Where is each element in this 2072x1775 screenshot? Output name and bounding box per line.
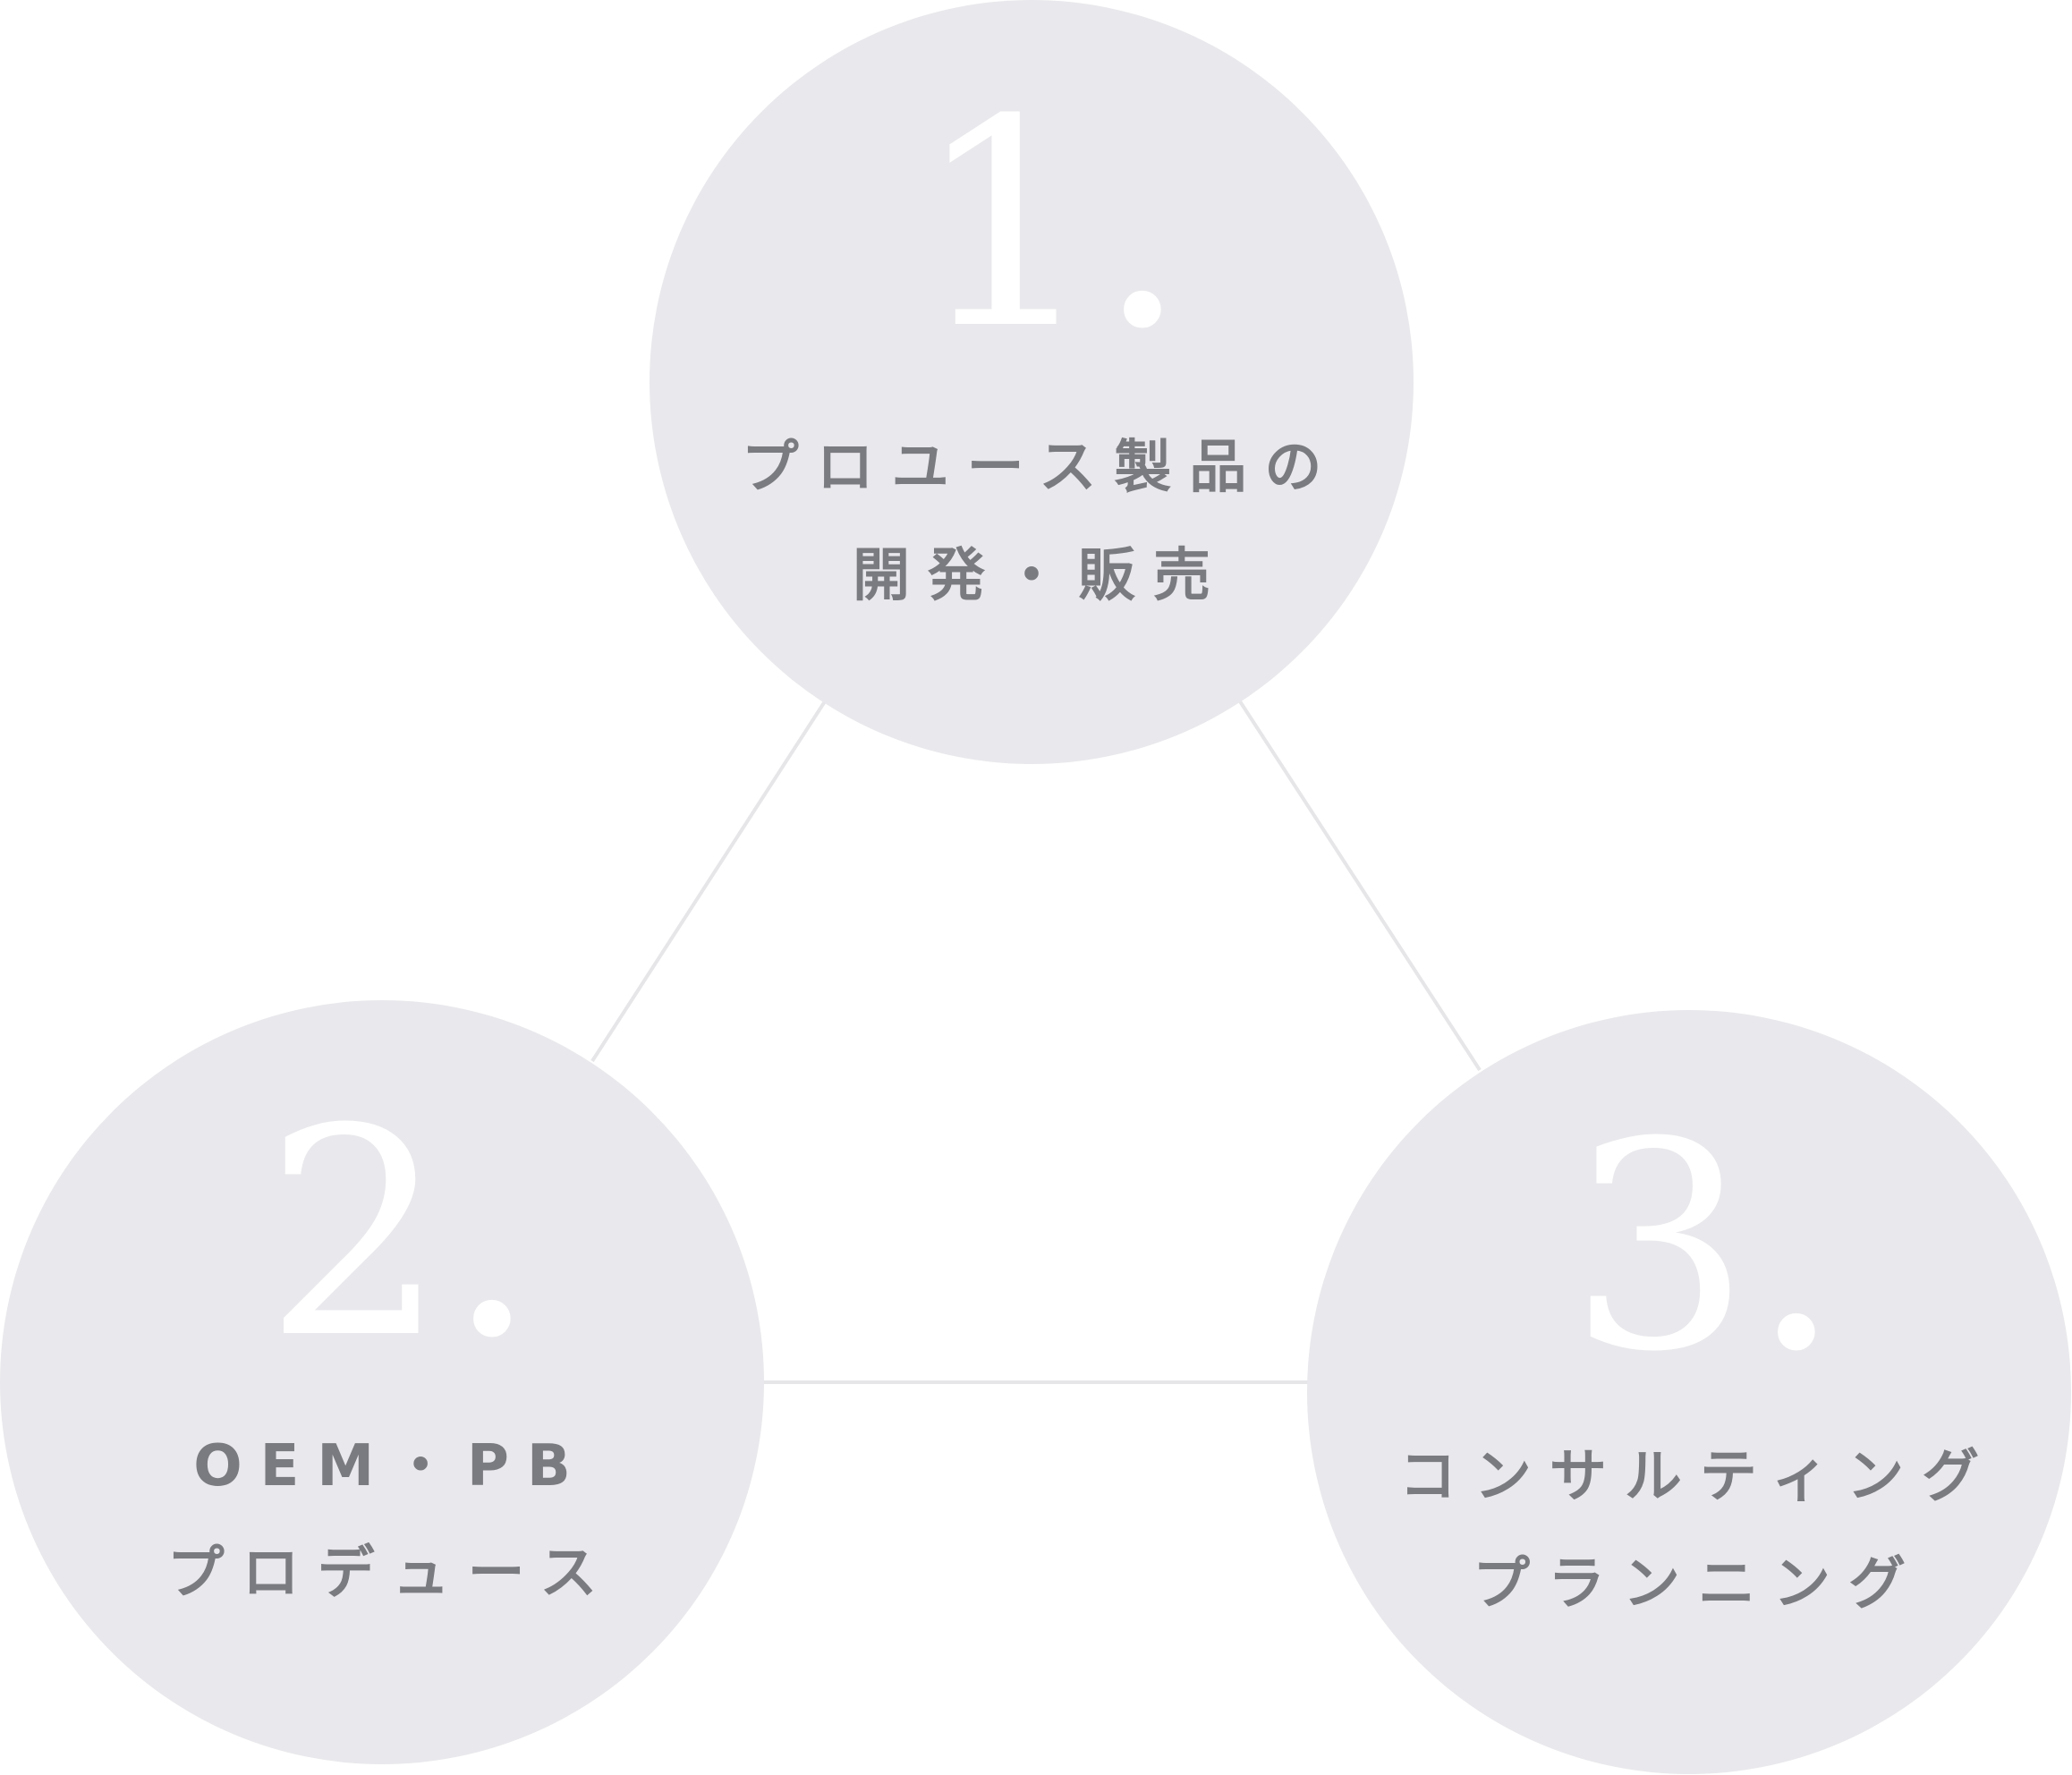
node-number: 1. [914, 59, 1187, 392]
node-consulting: 3. コンサルティング プランニング [1307, 1010, 2071, 1774]
connector-1-2 [590, 700, 827, 1063]
node-label-line1: プロユース製品の [742, 435, 1340, 501]
node-oem-pb: 2. OEM・PB プロデュース [0, 1000, 764, 1764]
node-circle [0, 1000, 764, 1764]
node-circle [1307, 1010, 2071, 1774]
connector-1-3 [1238, 700, 1482, 1072]
node-number: 2. [264, 1068, 537, 1401]
node-label-line1: コンサルティング [1399, 1444, 1997, 1510]
node-number: 3. [1568, 1082, 1841, 1414]
node-label-line2: プランニング [1473, 1551, 1923, 1618]
node-product-development: 1. プロユース製品の 開発・販売 [650, 0, 1414, 764]
node-circle [650, 0, 1414, 764]
node-label-line1: OEM・PB [193, 1433, 589, 1499]
node-label-line2: プロデュース [167, 1541, 616, 1607]
node-label-line2: 開発・販売 [853, 543, 1228, 609]
connectors [590, 700, 1482, 1384]
